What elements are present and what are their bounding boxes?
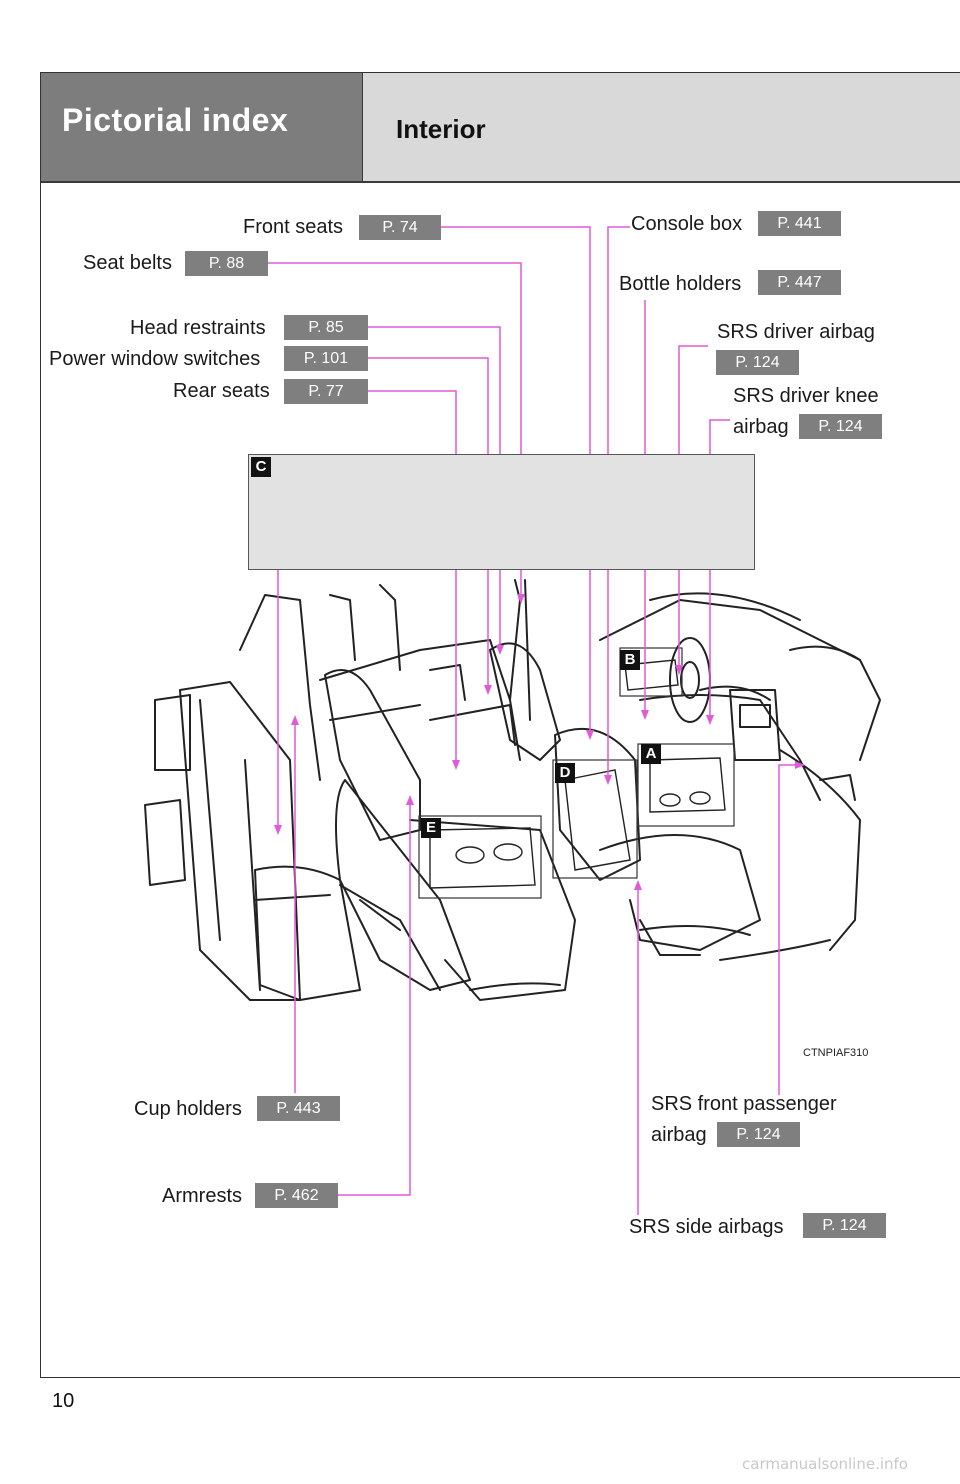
watermark: carmanualsonline.info — [742, 1455, 908, 1473]
front-seats-label: Front seats — [243, 216, 344, 238]
srs-driver-airbag-label: SRS driver airbag — [717, 321, 875, 343]
detail-insets — [418, 647, 735, 899]
leader-arrowheads — [274, 594, 805, 890]
detail-tag-b: B — [620, 650, 640, 670]
car-interior-drawing — [144, 579, 881, 1001]
srs-front-passenger-airbag-page-ref[interactable]: P. 124 — [717, 1122, 800, 1147]
detail-tag-e: E — [421, 818, 441, 838]
power-window-switches-label: Power window switches — [49, 348, 261, 370]
page-number: 10 — [52, 1390, 75, 1412]
cup-holders-label: Cup holders — [134, 1098, 242, 1120]
bottle-holders-label: Bottle holders — [619, 273, 742, 295]
bottle-holders-page-ref[interactable]: P. 447 — [758, 270, 841, 295]
leader-lines — [268, 226, 800, 1215]
seat-belts-page-ref[interactable]: P. 88 — [185, 251, 268, 276]
section-title: Pictorial index — [62, 102, 289, 138]
armrests-label: Armrests — [162, 1185, 242, 1207]
detail-inset-drawings — [429, 659, 726, 889]
srs-driver-knee-airbag-page-ref[interactable]: P. 124 — [799, 414, 882, 439]
detail-tag-a: A — [641, 744, 661, 764]
cup-holders-page-ref[interactable]: P. 443 — [257, 1096, 340, 1121]
subsection-title: Interior — [396, 114, 486, 144]
rear-seats-label: Rear seats — [173, 380, 270, 402]
header-rule — [41, 181, 960, 183]
detail-tag-d: D — [555, 763, 575, 783]
console-box-label: Console box — [631, 213, 743, 235]
page-frame — [40, 72, 960, 1378]
armrests-page-ref[interactable]: P. 462 — [255, 1183, 338, 1208]
seat-belts-label: Seat belts — [83, 252, 172, 274]
front-seats-page-ref[interactable]: P. 74 — [359, 215, 441, 240]
srs-front-passenger-airbag-label: SRS front passenger — [651, 1093, 837, 1115]
srs-front-passenger-airbag-label-line2: airbag — [651, 1124, 707, 1146]
head-restraints-page-ref[interactable]: P. 85 — [284, 315, 368, 340]
srs-driver-airbag-page-ref[interactable]: P. 124 — [716, 350, 799, 375]
rear-seats-page-ref[interactable]: P. 77 — [284, 379, 368, 404]
detail-tag-c: C — [251, 457, 271, 477]
head-restraints-label: Head restraints — [130, 317, 266, 339]
header-subsection-block — [362, 73, 960, 181]
srs-side-airbags-label: SRS side airbags — [629, 1216, 784, 1238]
srs-driver-knee-airbag-label-line2: airbag — [733, 416, 789, 438]
header-section-block — [41, 73, 362, 181]
srs-side-airbags-page-ref[interactable]: P. 124 — [803, 1213, 886, 1238]
srs-driver-knee-airbag-label: SRS driver knee — [733, 385, 879, 407]
power-window-switches-page-ref[interactable]: P. 101 — [284, 346, 368, 371]
header-divider — [362, 73, 363, 181]
detail-c-panel — [248, 454, 755, 570]
console-box-page-ref[interactable]: P. 441 — [758, 211, 841, 236]
illustration-code: CTNPIAF310 — [803, 1047, 869, 1059]
